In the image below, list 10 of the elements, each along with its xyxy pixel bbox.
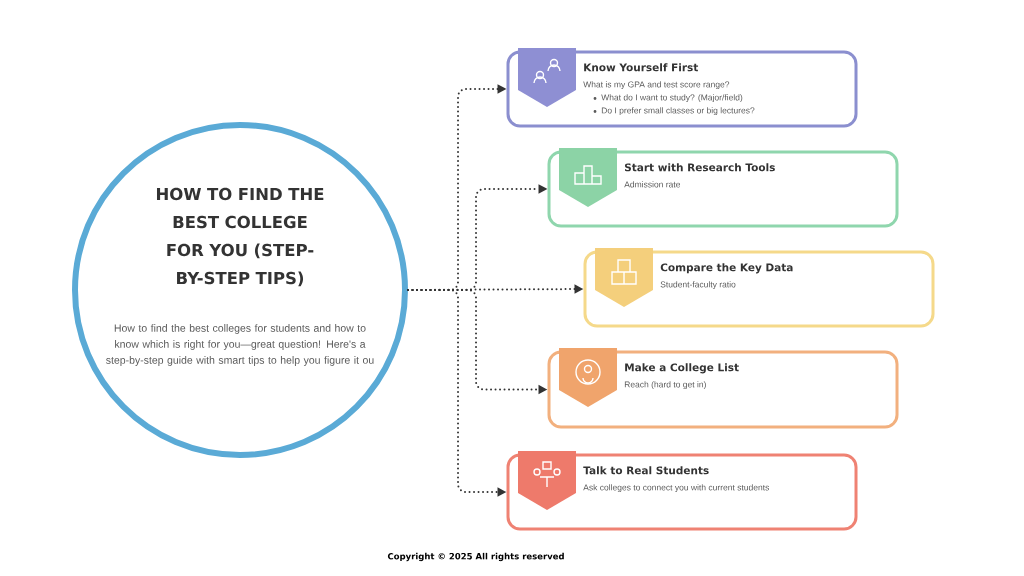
step-card: Make a College List Reach (hard to get in): [547, 350, 899, 429]
step-card: Talk to Real Students Ask colleges to connect you with current students: [506, 453, 858, 531]
bullet-text: Do I prefer small classes or big lectures?: [601, 107, 755, 116]
step-card: Start with Research Tools Admission rate: [547, 150, 899, 228]
circle-title: HOW TO FIND THE BEST COLLEGE FOR YOU (STEP-BY-STEP TIPS): [157, 187, 324, 287]
circle-description: How to find the best colleges for students and how to know which is right for you—great question! Here's a step-by-step guide with smart tips to help you figure it ou: [106, 324, 374, 366]
copyright-note: Copyright © 2025 All rights reserved: [387, 552, 564, 562]
step-card: Compare the Key Data Student-faculty ratio: [583, 250, 935, 328]
bullet-text: What do I want to study? (Major/field): [601, 94, 743, 103]
title-circle: [72, 122, 408, 458]
